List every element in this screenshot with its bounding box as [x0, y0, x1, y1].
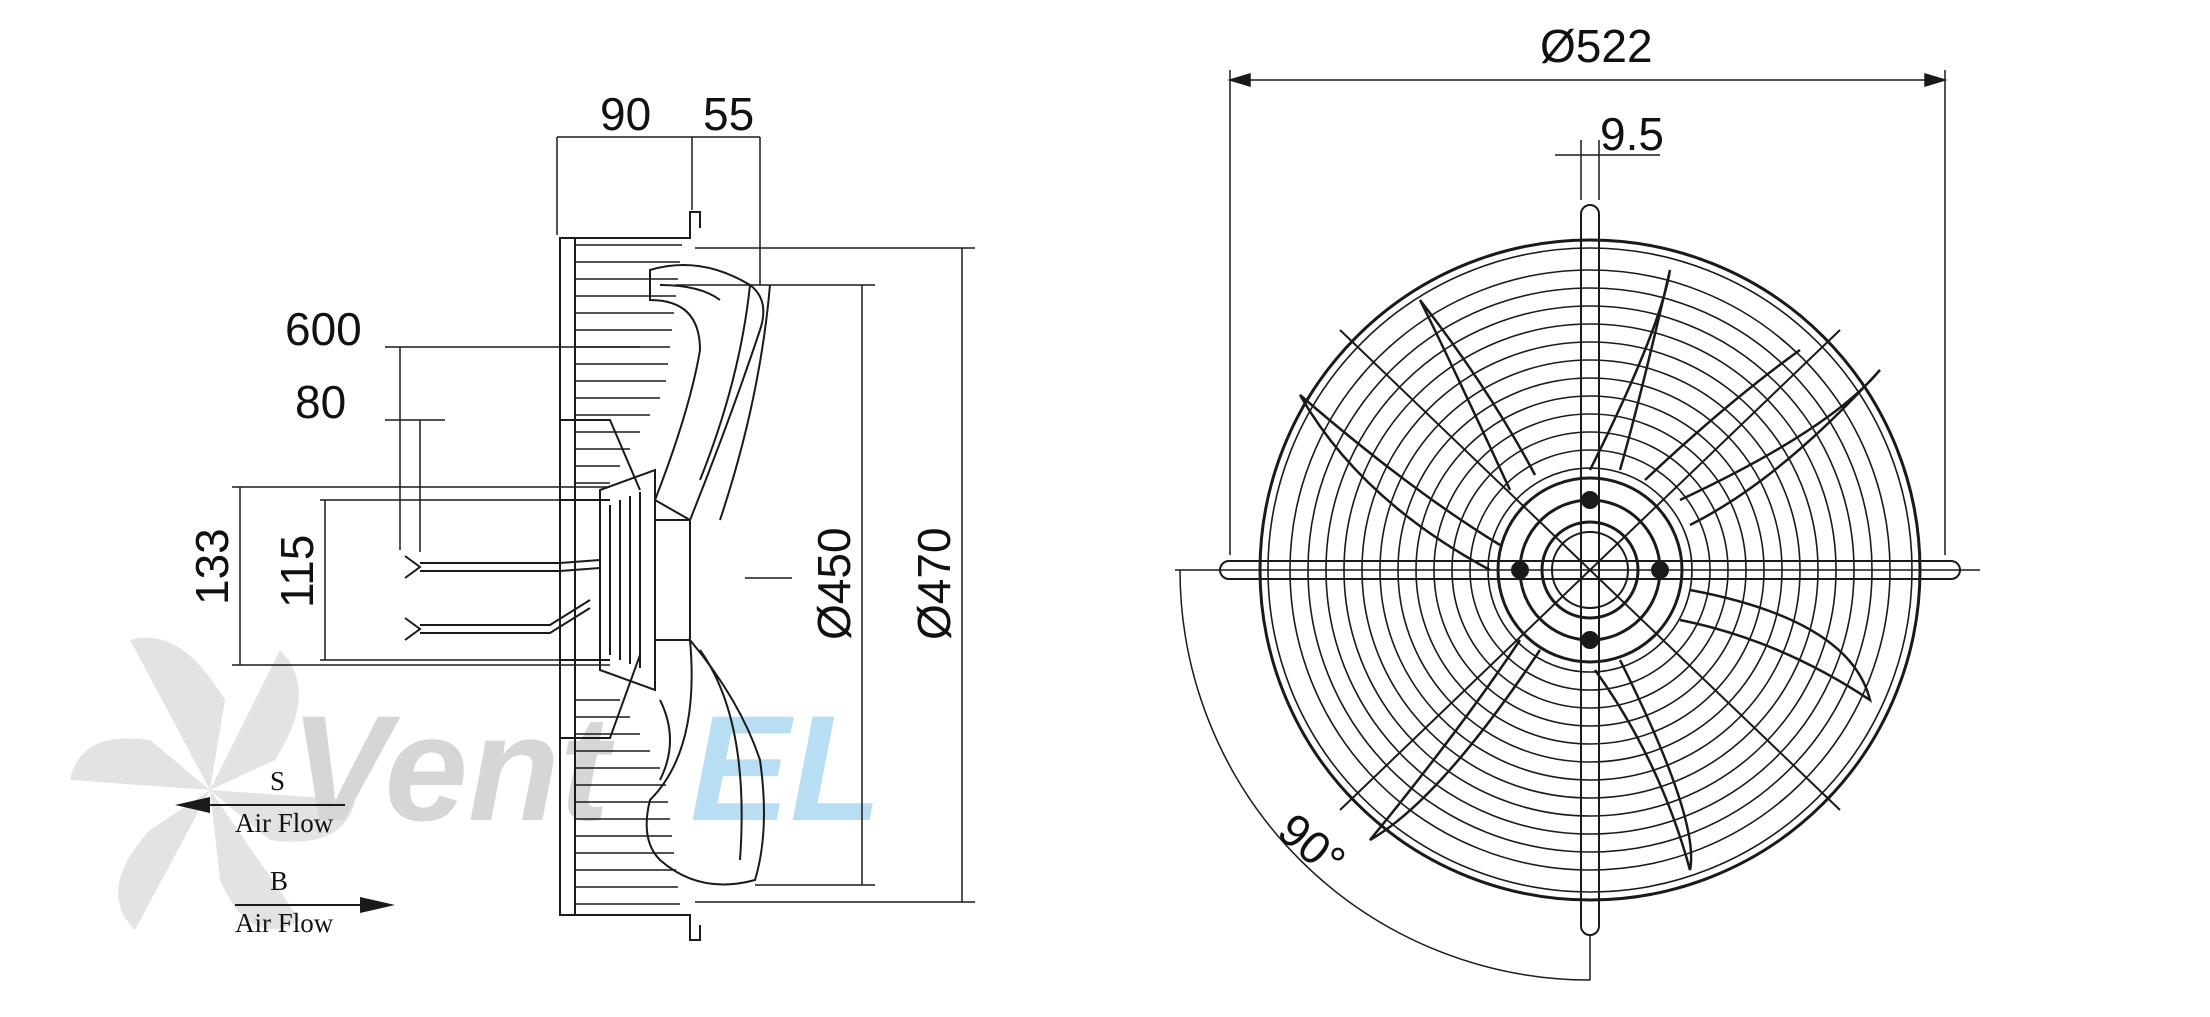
front-blades — [1298, 269, 1881, 871]
airflow-b-arrow-icon — [360, 897, 395, 913]
dim-d450-label: Ø450 — [808, 527, 860, 640]
angle-arc — [1179, 569, 1591, 981]
dim-d522-label: Ø522 — [1540, 20, 1653, 72]
airflow-s-label: Air Flow — [235, 808, 334, 838]
watermark: Vent EL — [70, 637, 882, 930]
side-cable-leads — [404, 555, 601, 641]
side-view-dimensions — [232, 136, 975, 903]
dim-80-label: 80 — [295, 376, 346, 428]
angle-90-label: 90° — [1269, 803, 1356, 888]
front-view-dimensions — [1175, 70, 1980, 981]
dim-600-label: 600 — [285, 303, 362, 355]
watermark-fan-logo — [70, 637, 355, 930]
airflow-b-label: Air Flow — [235, 908, 334, 938]
dim-115-label: 115 — [271, 535, 323, 608]
side-guard-ribs — [575, 244, 682, 905]
watermark-brand-accent: EL — [690, 684, 882, 852]
airflow-s-arrow-icon — [175, 797, 210, 813]
side-view — [404, 211, 771, 941]
side-view-dim-text: 90 55 600 80 133 115 Ø450 Ø470 — [186, 88, 960, 640]
dim-55-label: 55 — [703, 88, 754, 140]
front-view — [1219, 204, 1961, 936]
dim-133-label: 133 — [186, 528, 238, 605]
airflow-b-code: B — [270, 866, 288, 896]
dim-90-label: 90 — [600, 88, 651, 140]
side-motor — [599, 468, 691, 692]
watermark-brand-text: Vent — [290, 684, 616, 852]
side-lower-blade — [645, 636, 765, 886]
side-top-bracket — [560, 211, 701, 239]
side-bottom-bracket — [560, 914, 701, 941]
dim-d470-label: Ø470 — [908, 527, 960, 640]
airflow-s-code: S — [270, 766, 285, 796]
dim-9-5-label: 9.5 — [1600, 108, 1664, 160]
airflow-legend: S Air Flow B Air Flow — [175, 766, 395, 938]
side-upper-blade — [649, 264, 771, 522]
